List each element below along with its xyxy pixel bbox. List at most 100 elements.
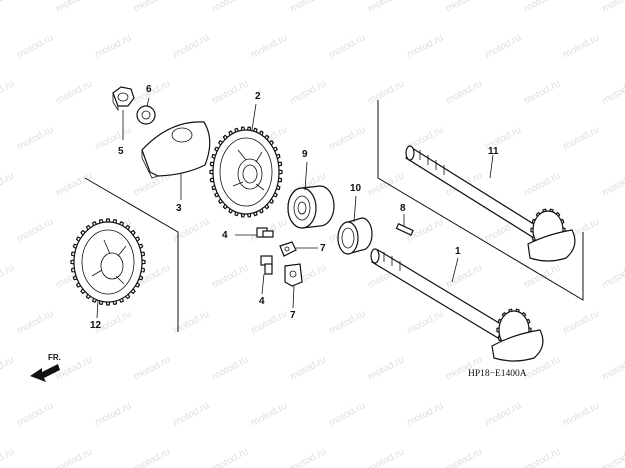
part-12-gear xyxy=(70,218,146,306)
watermark-text: motod.ru xyxy=(171,308,211,336)
watermark-text: motod.ru xyxy=(54,78,94,106)
watermark-text: motod.ru xyxy=(15,216,55,244)
watermark-text: motod.ru xyxy=(444,0,484,15)
callout-7-upper: 7 xyxy=(320,243,326,254)
watermark-text: motod.ru xyxy=(405,32,445,60)
watermark-text: motod.ru xyxy=(54,446,94,468)
watermark-text: motod.ru xyxy=(15,32,55,60)
watermark-text: motod.ru xyxy=(210,262,250,290)
watermark-text: motod.ru xyxy=(327,308,367,336)
callout-1: 1 xyxy=(455,246,461,257)
watermark-text: motod.ru xyxy=(132,446,172,468)
callout-3: 3 xyxy=(176,203,182,214)
part-7-stopper-upper xyxy=(279,241,297,257)
watermark-text: motod.ru xyxy=(405,400,445,428)
watermark-text: motod.ru xyxy=(0,78,16,106)
frame-lines xyxy=(84,100,584,332)
watermark-text: motod.ru xyxy=(483,32,523,60)
watermark-text: motod.ru xyxy=(366,354,406,382)
part-6-washer xyxy=(136,105,156,125)
watermark-text: motod.ru xyxy=(0,446,16,468)
watermark-text: motod.ru xyxy=(15,308,55,336)
part-4-bolt-upper xyxy=(256,227,274,238)
callout-2: 2 xyxy=(255,91,261,102)
watermark-text: motod.ru xyxy=(54,0,94,15)
watermark-text: motod.ru xyxy=(132,354,172,382)
watermark-text: motod.ru xyxy=(54,170,94,198)
callout-4-upper: 4 xyxy=(222,230,228,241)
watermark-text: motod.ru xyxy=(171,216,211,244)
watermark-text: motod.ru xyxy=(15,400,55,428)
callout-8: 8 xyxy=(400,203,406,214)
leader-lines xyxy=(96,97,494,319)
part-10-needle-bearing xyxy=(337,217,373,255)
part-4-bolt-lower xyxy=(260,255,273,275)
watermark-text: motod.ru xyxy=(327,124,367,152)
watermark-text: motod.ru xyxy=(405,308,445,336)
watermark-text: motod.ru xyxy=(522,170,562,198)
part-1-shaft xyxy=(370,248,544,362)
watermark-text: motod.ru xyxy=(327,400,367,428)
diagram-code: HP18−E1400A xyxy=(468,369,527,379)
watermark-text: motod.ru xyxy=(210,354,250,382)
watermark-text: motod.ru xyxy=(600,354,625,382)
watermark-text: motod.ru xyxy=(522,446,562,468)
watermark-text: motod.ru xyxy=(210,78,250,106)
watermark-text: motod.ru xyxy=(522,262,562,290)
watermark-text: motod.ru xyxy=(288,446,328,468)
direction-label: FR. xyxy=(48,353,61,362)
watermark-text: motod.ru xyxy=(288,0,328,15)
watermark-text: motod.ru xyxy=(0,354,16,382)
watermark-text: motod.ru xyxy=(561,400,601,428)
watermark-text: motod.ru xyxy=(522,78,562,106)
watermark-text: motod.ru xyxy=(0,170,16,198)
watermark-text: motod.ru xyxy=(15,124,55,152)
part-3-guide-plate xyxy=(141,121,211,179)
watermark-text: motod.ru xyxy=(132,78,172,106)
watermark-text: motod.ru xyxy=(0,262,16,290)
watermark-text: motod.ru xyxy=(93,32,133,60)
callout-11: 11 xyxy=(488,146,499,157)
watermark-text: motod.ru xyxy=(132,0,172,15)
watermark-text: motod.ru xyxy=(249,308,289,336)
watermark-text: motod.ru xyxy=(327,32,367,60)
callout-6: 6 xyxy=(146,84,152,95)
watermark-text: motod.ru xyxy=(600,78,625,106)
watermark-text: motod.ru xyxy=(600,262,625,290)
callout-5: 5 xyxy=(118,146,124,157)
watermark-text: motod.ru xyxy=(444,78,484,106)
part-11-shaft xyxy=(405,145,576,262)
callout-7-lower: 7 xyxy=(290,310,296,321)
watermark-text: motod.ru xyxy=(93,400,133,428)
watermark-text: motod.ru xyxy=(171,32,211,60)
watermark-text: motod.ru xyxy=(249,32,289,60)
watermark-text: motod.ru xyxy=(366,446,406,468)
watermark-text: motod.ru xyxy=(600,0,625,15)
watermark-text: motod.ru xyxy=(366,170,406,198)
part-7-stopper-lower xyxy=(284,263,303,287)
watermark-text: motod.ru xyxy=(561,32,601,60)
watermark-text: motod.ru xyxy=(600,170,625,198)
part-2-gear xyxy=(209,126,283,218)
front-direction-arrow: FR. xyxy=(30,353,61,382)
part-8-key xyxy=(395,223,414,236)
watermark-text: motod.ru xyxy=(171,400,211,428)
watermark-text: motod.ru xyxy=(288,78,328,106)
watermark-text: motod.ru xyxy=(444,446,484,468)
watermark-text: motod.ru xyxy=(0,0,16,15)
watermark-text: motod.ru xyxy=(483,400,523,428)
callout-9: 9 xyxy=(302,149,308,160)
part-5-nut xyxy=(112,86,135,112)
watermark-text: motod.ru xyxy=(93,124,133,152)
watermark-text: motod.ru xyxy=(561,308,601,336)
watermark-text: motod.ru xyxy=(444,262,484,290)
watermark-text: motod.ru xyxy=(366,0,406,15)
watermark-text: motod.ru xyxy=(249,400,289,428)
watermark-text: motod.ru xyxy=(210,0,250,15)
callout-labels: 2 6 5 9 11 3 10 8 4 7 1 4 7 12 xyxy=(90,84,499,331)
callout-12: 12 xyxy=(90,320,102,331)
watermark-text: motod.ru xyxy=(210,446,250,468)
watermark-text: motod.ru xyxy=(366,78,406,106)
watermark-text: motod.ru xyxy=(561,124,601,152)
